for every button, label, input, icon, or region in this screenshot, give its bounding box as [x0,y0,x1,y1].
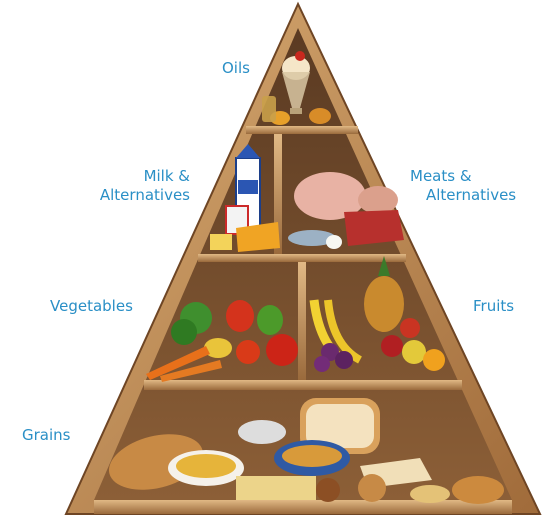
label-grains: Grains [22,426,70,445]
label-milk-alternatives: Milk & Alternatives [60,167,190,205]
label-fruits-text: Fruits [473,297,514,315]
shelf-grains [94,500,512,514]
divider-lower [298,262,306,380]
label-vegetables-text: Vegetables [50,297,133,315]
shelf-oils [246,126,358,134]
label-vegetables: Vegetables [50,297,133,316]
label-meats-line2: Alternatives [410,186,516,205]
label-meats-line1: Meats & [410,167,516,186]
label-milk-line2: Alternatives [60,186,190,205]
label-milk-line1: Milk & [60,167,190,186]
label-fruits: Fruits [473,297,514,316]
shelf-milk-meats [198,254,406,262]
shelf-veg-fruits [144,380,462,390]
label-grains-text: Grains [22,426,70,444]
label-oils-text: Oils [222,59,250,77]
label-oils: Oils [222,59,250,78]
label-meats-alternatives: Meats & Alternatives [410,167,516,205]
